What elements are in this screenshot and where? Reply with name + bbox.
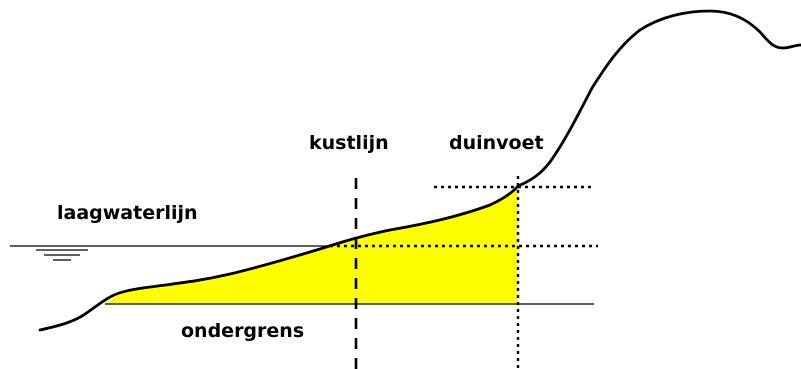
coastline-label: kustlijn (309, 132, 389, 154)
coastal-volume-area (105, 186, 518, 304)
dune-foot-label: duinvoet (449, 132, 544, 154)
low-water-line-label: laagwaterlijn (57, 202, 198, 224)
terrain-profile-curve (38, 9, 801, 332)
lower-boundary-label: ondergrens (181, 320, 304, 342)
water-level-symbol (36, 249, 88, 261)
